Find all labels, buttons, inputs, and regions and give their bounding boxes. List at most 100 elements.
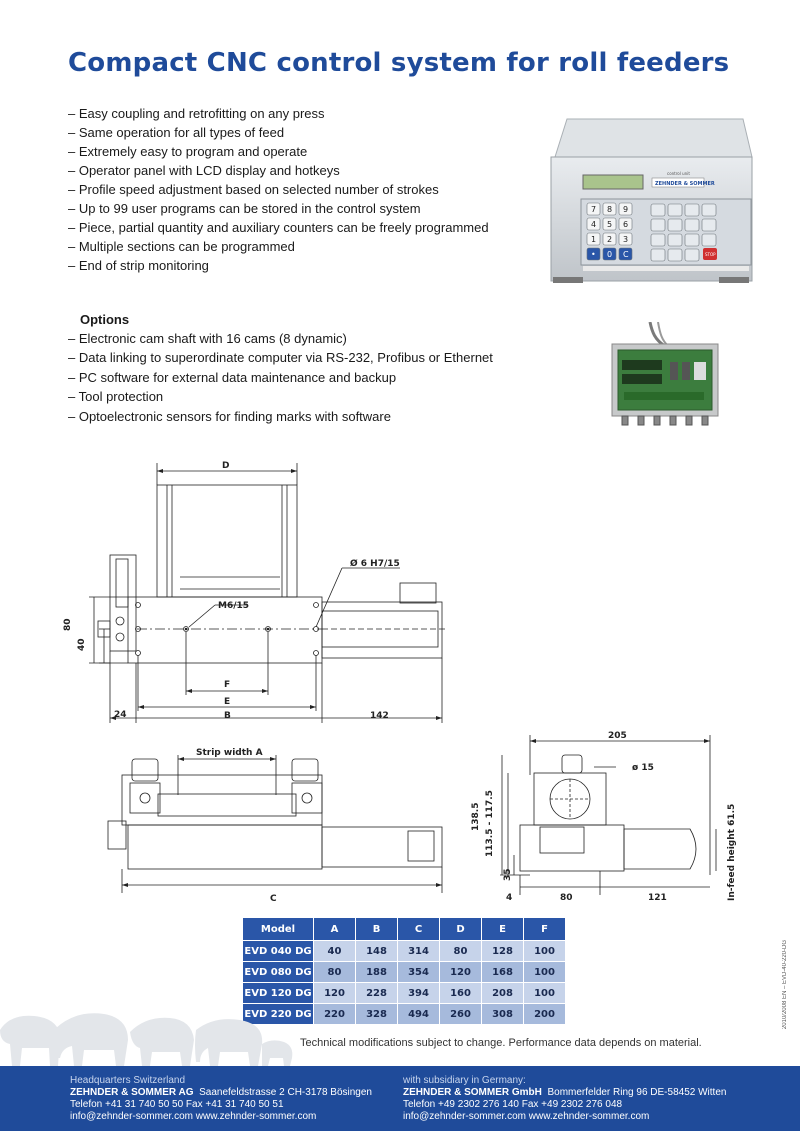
footer-hq-web[interactable]: info@zehnder-sommer.com www.zehnder-somm… <box>70 1111 317 1122</box>
dim-label: 80 <box>63 618 73 631</box>
feature-item: – End of strip monitoring <box>68 258 209 273</box>
table-cell: 200 <box>523 1003 566 1025</box>
feature-item: – Extremely easy to program and operate <box>68 144 308 159</box>
dim-label: 80 <box>560 893 573 903</box>
table-row: EVD 220 DG 220 328 494 260 308 200 <box>242 1003 566 1025</box>
table-cell: 160 <box>439 982 482 1004</box>
feature-item: – Same operation for all types of feed <box>68 125 285 140</box>
footer-sub-web[interactable]: info@zehnder-sommer.com www.zehnder-somm… <box>403 1111 650 1122</box>
dim-label: 40 <box>77 638 87 651</box>
elephant-watermark <box>0 1013 293 1066</box>
table-cell: 220 <box>313 1003 356 1025</box>
footer-subsidiary: with subsidiary in Germany: ZEHNDER & SO… <box>403 1075 726 1123</box>
dim-label: C <box>270 894 277 904</box>
function-key <box>667 203 683 217</box>
table-cell: 120 <box>439 961 482 983</box>
function-key <box>701 218 717 232</box>
keypad-key <box>602 202 617 216</box>
table-row: EVD 040 DG 40 148 314 80 128 100 <box>242 940 566 962</box>
dim-label: F <box>224 680 230 690</box>
option-item: – Electronic cam shaft with 16 cams (8 d… <box>68 331 347 346</box>
function-key <box>667 233 683 247</box>
function-key <box>701 233 717 247</box>
table-cell: 100 <box>523 940 566 962</box>
stop-key <box>703 248 717 260</box>
dim-label: 4 <box>506 893 512 903</box>
footer-hq-heading: Headquarters Switzerland <box>70 1075 186 1086</box>
dim-label: 138.5 <box>471 803 481 831</box>
table-cell: 100 <box>523 982 566 1004</box>
keypad-key <box>602 247 617 261</box>
feature-item: – Easy coupling and retrofitting on any … <box>68 106 325 121</box>
feature-item: – Profile speed adjustment based on sele… <box>68 182 439 197</box>
keypad-key <box>618 247 633 261</box>
column-header: B <box>355 917 398 941</box>
keypad-key-label: 8 <box>607 205 612 214</box>
dim-label: ø 15 <box>632 763 654 773</box>
table-cell: 148 <box>355 940 398 962</box>
function-keys <box>650 203 717 262</box>
footer-sub-address: Bommerfelder Ring 96 DE-58452 Witten <box>547 1087 727 1098</box>
dim-label: 113.5 - 117.5 <box>485 790 495 857</box>
table-row: EVD 080 DG 80 188 354 120 168 100 <box>242 961 566 983</box>
disclaimer-note: Technical modifications subject to chang… <box>300 1037 702 1049</box>
column-header: E <box>481 917 524 941</box>
keypad-key <box>602 217 617 231</box>
dim-label: 121 <box>648 893 667 903</box>
model-cell: EVD 120 DG <box>242 982 314 1004</box>
keypad-key <box>618 202 633 216</box>
dim-label: 205 <box>608 731 627 741</box>
svg-text:control unit: control unit <box>667 171 690 176</box>
dim-label: 24 <box>114 710 127 720</box>
dim-label: 35 <box>503 868 513 881</box>
column-header: D <box>439 917 482 941</box>
keypad-key-label: C <box>623 250 629 259</box>
function-key <box>667 248 683 262</box>
footer-hq-company: ZEHNDER & SOMMER AG <box>70 1087 194 1098</box>
footer-hq-phone: Telefon +41 31 740 50 50 Fax +41 31 740 … <box>70 1099 284 1110</box>
feature-item: – Up to 99 user programs can be stored i… <box>68 201 421 216</box>
table-cell: 40 <box>313 940 356 962</box>
function-key <box>684 248 700 262</box>
technical-drawings: D Ø 6 H7/15 M6/15 F E B 24 142 80 40 Str… <box>63 461 737 904</box>
model-dimensions-table: Model A B C D E F EVD 040 DG 40 148 314 … <box>242 917 566 1025</box>
keypad-key-label: 6 <box>623 220 628 229</box>
dim-label: E <box>224 697 230 707</box>
dim-label: B <box>224 711 231 721</box>
keypad-key-label: 7 <box>591 205 596 214</box>
table-cell: 494 <box>397 1003 440 1025</box>
function-key <box>650 218 666 232</box>
keypad-key-label: 1 <box>591 235 596 244</box>
table-header-row: Model A B C D E F <box>242 917 566 941</box>
model-cell: EVD 220 DG <box>242 1003 314 1025</box>
keypad-key-label: 3 <box>623 235 628 244</box>
column-header: A <box>313 917 356 941</box>
dim-label: D <box>222 461 229 471</box>
keypad-key-label: 5 <box>607 220 612 229</box>
keypad-key <box>586 232 601 246</box>
dim-label: In-feed height 61.5 <box>727 804 737 901</box>
keypad-key <box>602 232 617 246</box>
feature-list: – Easy coupling and retrofitting on any … <box>68 104 489 275</box>
keypad-key <box>618 217 633 231</box>
footer-sub-company: ZEHNDER & SOMMER GmbH <box>403 1087 542 1098</box>
footer: Headquarters Switzerland ZEHNDER & SOMME… <box>0 1066 800 1131</box>
dim-label: Strip width A <box>196 748 263 758</box>
table-cell: 120 <box>313 982 356 1004</box>
option-item: – Tool protection <box>68 389 164 405</box>
table-cell: 208 <box>481 982 524 1004</box>
table-cell: 80 <box>439 940 482 962</box>
table-cell: 128 <box>481 940 524 962</box>
feature-item: – Multiple sections can be programmed <box>68 239 295 254</box>
table-cell: 260 <box>439 1003 482 1025</box>
keypad-key-label: • <box>591 250 596 259</box>
function-key <box>650 248 666 262</box>
column-header: C <box>397 917 440 941</box>
function-key <box>667 218 683 232</box>
table-cell: 80 <box>313 961 356 983</box>
feature-item: – Operator panel with LCD display and ho… <box>68 163 340 178</box>
column-header: F <box>523 917 566 941</box>
table-row: EVD 120 DG 120 228 394 160 208 100 <box>242 982 566 1004</box>
keypad-key-label: 9 <box>623 205 628 214</box>
